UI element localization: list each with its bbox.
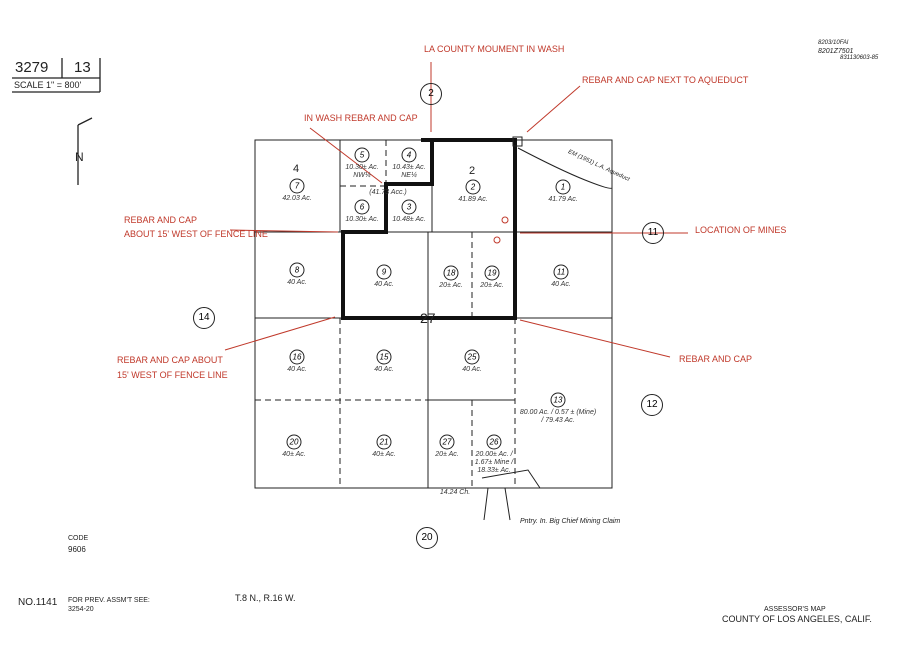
parcel-acreage: 20± Ac. [435,451,459,458]
map-number: NO.1141 [18,597,58,608]
scale-label: SCALE 1" = 800' [14,80,82,90]
parcel-number: 4 [401,147,417,163]
parcel-number: 26 [486,434,502,450]
parcel-acreage: 40 Ac. [287,279,307,286]
chain-measure: 14.24 Ch. [439,489,471,496]
parcel-number: 8 [289,262,305,278]
annotation-fence-1b: ABOUT 15' WEST OF FENCE LINE [124,229,268,239]
parcel-acreage: 40± Ac. [282,451,306,458]
annotation-fence-2: REBAR AND CAP ABOUT [117,355,223,365]
parcel-number: 27 [439,434,455,450]
township-range: T.8 N., R.16 W. [235,593,296,603]
parcel-acreage: 40 Ac. [374,281,394,288]
code-value: 9606 [68,545,86,554]
parcel-acreage: 20± Ac. [439,282,463,289]
parcel-number: 16 [289,349,305,365]
parcel-number: 13 [550,392,566,408]
annotation-monument: LA COUNTY MOUMENT IN WASH [424,44,565,54]
parcel-acreage: 41.89 Ac. [458,196,488,203]
annotation-wash: IN WASH REBAR AND CAP [304,113,418,123]
parcel-number: 7 [289,178,305,194]
parcel-number: 9 [376,264,392,280]
parcel-number: 18 [443,265,459,281]
map-title: ASSESSOR'S MAP [764,606,826,613]
annotation-rebar: REBAR AND CAP [679,354,753,364]
parcel-number: 15 [376,349,392,365]
adjacent-section: 11 [642,222,664,244]
stamp: 831130603-85 [840,55,879,61]
annotation-fence-2b: 15' WEST OF FENCE LINE [117,370,228,380]
parcel-number: 1 [555,179,571,195]
annotation-aqueduct: REBAR AND CAP NEXT TO AQUEDUCT [582,75,749,85]
parcel-acreage: 10.48± Ac. [392,216,426,223]
prev-assessment: 3254-20 [68,606,94,613]
combined-acreage: (41.73 Acc.) [369,189,407,196]
parcel-number: 25 [464,349,480,365]
annotation-arrows [224,62,688,358]
adjacent-section: 2 [420,83,442,105]
parcel-acreage: 10.30± Ac. NW¼ [345,164,379,179]
parcel-number: 21 [376,434,392,450]
adjacent-section: 12 [641,394,663,416]
map-county: COUNTY OF LOS ANGELES, CALIF. [722,614,872,624]
parcel-number: 2 [465,179,481,195]
map-page-number: 13 [74,59,91,76]
parcel-number: 5 [354,147,370,163]
section-label: 27 [420,310,436,326]
parcel-acreage: 20.00± Ac. / 1.67± Mine / 18.33± Ac. [474,451,514,474]
parcel-acreage: 40 Ac. [287,366,307,373]
parcel-number: 20 [286,434,302,450]
property-boundary [341,138,517,320]
parcel-acreage: 41.79 Ac. [548,196,578,203]
parcel-acreage: 40 Ac. [374,366,394,373]
annotation-mines: LOCATION OF MINES [695,225,787,235]
parcel-acreage: 80.00 Ac. / 0.57 ± (Mine) / 79.43 Ac. [519,409,597,424]
parcel-acreage: 10.30± Ac. [345,216,379,223]
mining-claim-note: Pntry. In. Big Chief Mining Claim [520,518,621,525]
parcel-number: 19 [484,265,500,281]
parcel-number: 6 [354,199,370,215]
parcel-acreage: 10.43± Ac. NE¼ [392,164,426,179]
parcel-acreage: 40 Ac. [462,366,482,373]
section-label: 2 [469,165,476,177]
prev-assessment-label: FOR PREV. ASSM'T SEE: [68,597,150,604]
parcel-acreage: 40± Ac. [372,451,396,458]
parcel-acreage: 20± Ac. [480,282,504,289]
parcel-number: 3 [401,199,417,215]
north-arrow-icon [77,117,93,185]
adjacent-section: 14 [193,307,215,329]
code-label: CODE [68,535,89,542]
stamp: 8203/10FAl [818,40,849,46]
north-label: N [75,150,84,164]
parcel-acreage: 40 Ac. [551,281,571,288]
parcel-acreage: 42.03 Ac. [282,195,312,202]
parcel-number: 11 [553,264,569,280]
adjacent-section: 20 [416,527,438,549]
annotation-fence-1: REBAR AND CAP [124,215,198,225]
section-label: 4 [293,163,300,175]
stamp: 8201Z7501 [818,48,854,55]
map-book-number: 3279 [15,59,49,76]
